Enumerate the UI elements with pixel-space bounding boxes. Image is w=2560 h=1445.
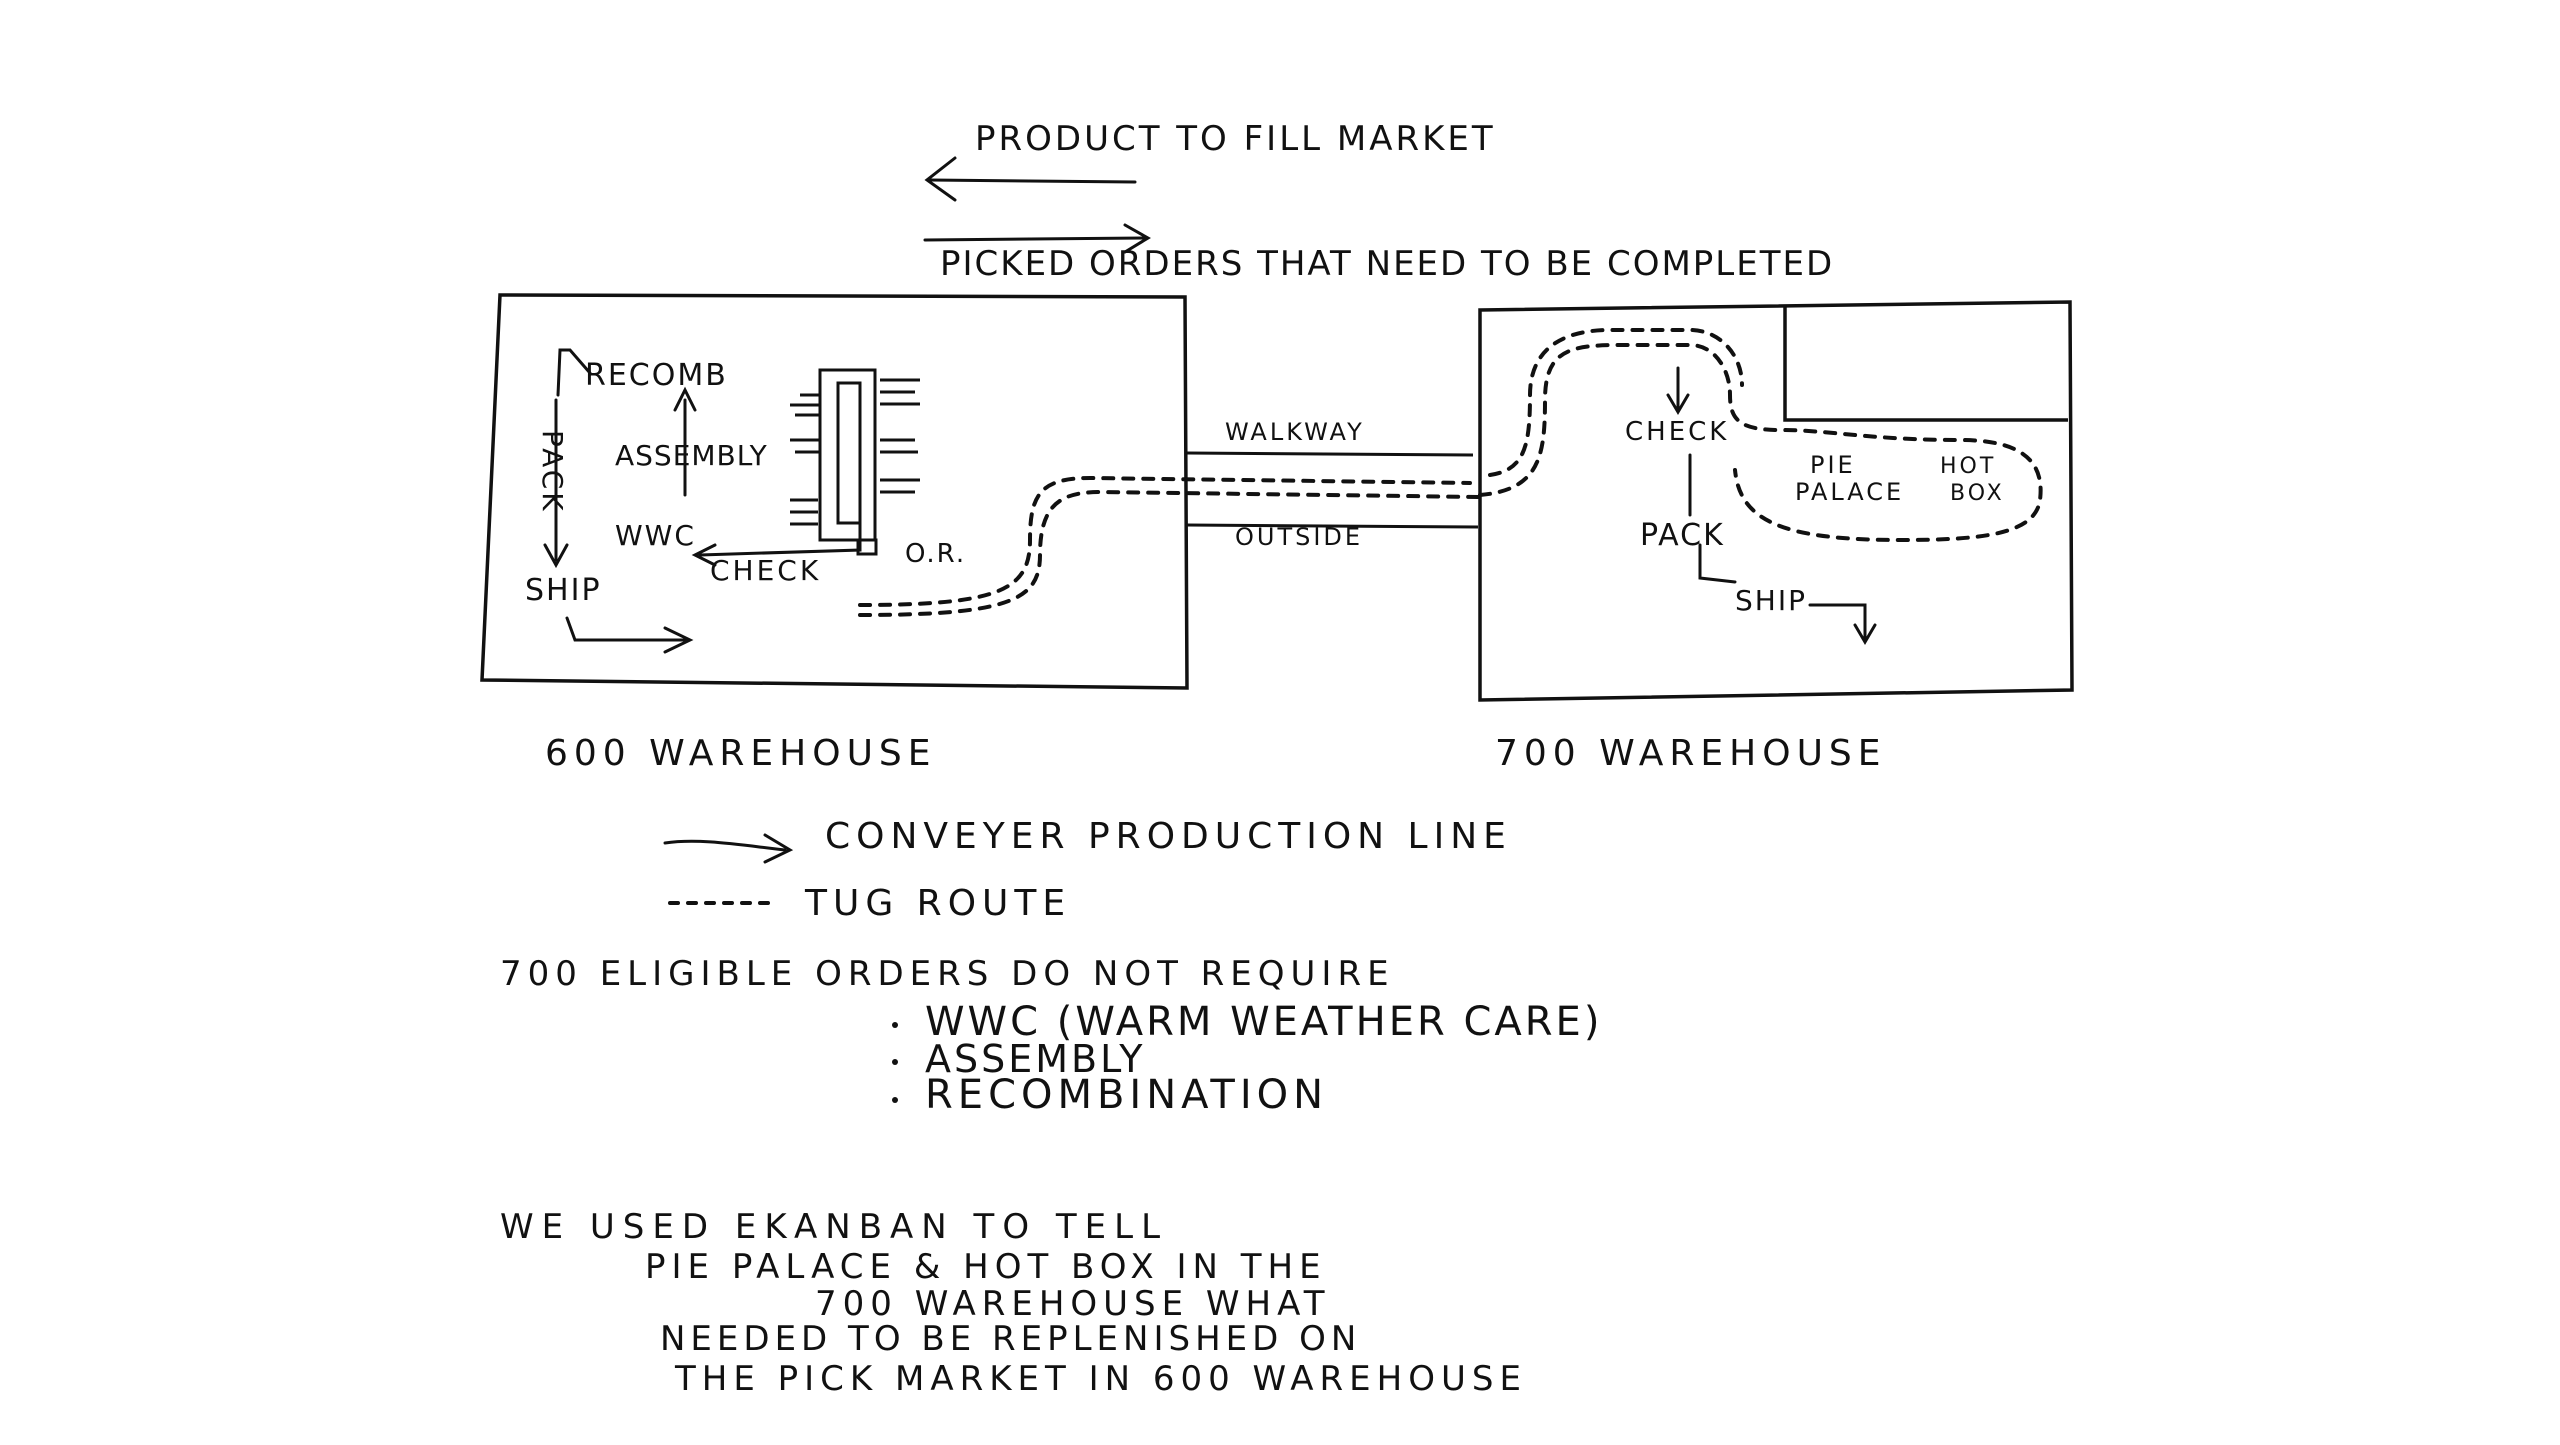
flow-arrows-700 <box>1666 366 1877 645</box>
eligible-title: 700 ELIGIBLE ORDERS DO NOT REQUIRE <box>500 954 1395 994</box>
bullet-recombination: RECOMBINATION <box>925 1072 1328 1118</box>
bullet-dot <box>892 1022 898 1028</box>
legend-conveyor-arrow <box>663 833 794 864</box>
assembly-label: ASSEMBLY <box>615 439 768 472</box>
bullet-wwc: WWC (WARM WEATHER CARE) <box>925 999 1602 1045</box>
right-arrow <box>923 223 1151 254</box>
check-label-600: CHECK <box>710 554 821 587</box>
walkway-label: WALKWAY <box>1225 418 1365 446</box>
warehouse-600-title: 600 WAREHOUSE <box>545 733 937 774</box>
walkway-connector <box>1186 451 1479 529</box>
wwc-label: WWC <box>615 519 696 552</box>
warehouse-700-outline <box>1478 300 2074 702</box>
pie-palace-line1: PIE <box>1810 451 1856 479</box>
bullet-dot <box>892 1059 898 1065</box>
outside-label: OUTSIDE <box>1235 523 1363 551</box>
warehouse-700-title: 700 WAREHOUSE <box>1495 733 1887 774</box>
legend-tug-label: TUG ROUTE <box>804 883 1071 924</box>
tug-route <box>858 328 2043 617</box>
ekanban-line-1: WE USED EKANBAN TO TELL <box>500 1207 1168 1247</box>
ekanban-line-2: PIE PALACE & HOT BOX IN THE <box>645 1247 1327 1287</box>
ship-label-700: SHIP <box>1735 584 1807 617</box>
product-to-fill-market-label: PRODUCT TO FILL MARKET <box>975 119 1496 159</box>
recomb-label: RECOMB <box>585 358 728 393</box>
check-label-700: CHECK <box>1625 417 1729 447</box>
warehouse-600-outline <box>480 293 1189 690</box>
ekanban-line-5: THE PICK MARKET IN 600 WAREHOUSE <box>674 1359 1527 1399</box>
hot-box-line1: HOT <box>1940 454 1996 479</box>
bullet-dot <box>892 1097 898 1103</box>
bullet-assembly: ASSEMBLY <box>925 1037 1145 1081</box>
pick-market-rack <box>790 368 920 556</box>
ekanban-line-3: 700 WAREHOUSE WHAT <box>815 1284 1331 1324</box>
pie-palace-line2: PALACE <box>1795 478 1904 506</box>
picked-orders-label: PICKED ORDERS THAT NEED TO BE COMPLETED <box>940 244 1834 284</box>
left-arrow <box>924 156 1137 202</box>
pack-label-600: PACK <box>536 430 569 514</box>
ekanban-line-4: NEEDED TO BE REPLENISHED ON <box>660 1319 1361 1359</box>
or-label: O.R. <box>905 539 966 569</box>
hot-box-line2: BOX <box>1950 481 2005 506</box>
legend-conveyor-label: CONVEYER PRODUCTION LINE <box>825 816 1512 857</box>
pack-label-700: PACK <box>1640 518 1725 553</box>
ship-label-600: SHIP <box>525 573 602 608</box>
